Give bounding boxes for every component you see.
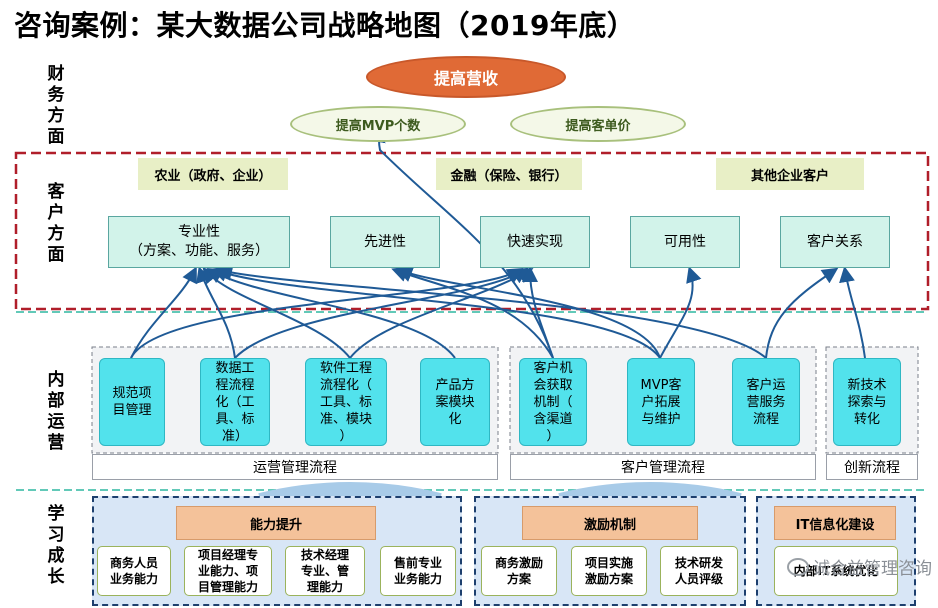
learning-item-it-optimization: 内部IT系统优化 xyxy=(774,546,898,596)
learning-header-incentive: 激励机制 xyxy=(522,506,698,540)
group-label-customer: 客户管理流程 xyxy=(510,454,816,480)
perspective-learning: 学习成长 xyxy=(47,504,65,587)
value-professionalism: 专业性 （方案、功能、服务） xyxy=(108,216,290,268)
process-customer-acquisition: 客户机 会获取 机制（ 含渠道 ） xyxy=(519,358,587,446)
watermark: 诚合益管理咨询 xyxy=(787,554,932,579)
arrow-path xyxy=(765,267,839,359)
process-software-engineering: 软件工程 流程化（ 工具、标 准、模块 ） xyxy=(305,358,387,446)
arrow-path xyxy=(216,265,767,359)
arrow-path xyxy=(396,267,661,359)
group-label-innovation: 创新流程 xyxy=(826,454,918,480)
segment-finance: 金融（保险、银行） xyxy=(436,158,582,190)
arrow-path xyxy=(206,267,456,359)
value-usability: 可用性 xyxy=(630,216,740,268)
learning-item-rd-rating: 技术研发 人员评级 xyxy=(660,546,738,596)
watermark-text: 诚合益管理咨询 xyxy=(813,559,932,579)
arrow-path xyxy=(130,266,197,359)
learning-item-project-incentive: 项目实施 激励方案 xyxy=(571,546,647,596)
value-customer-relationship: 客户关系 xyxy=(780,216,890,268)
arrow-path xyxy=(659,266,702,359)
process-mvp-expansion: MVP客 户拓展 与维护 xyxy=(627,358,695,446)
arrow-path xyxy=(839,266,866,359)
process-data-engineering: 数据工 程流程 化（工 具、标 准） xyxy=(200,358,270,446)
learning-item-sales-incentive: 商务激励 方案 xyxy=(481,546,557,596)
page-title: 咨询案例：某大数据公司战略地图（2019年底） xyxy=(14,9,636,42)
arrow-path xyxy=(391,266,554,359)
segment-agriculture: 农业（政府、企业） xyxy=(138,158,288,190)
support-arrow xyxy=(558,482,742,507)
group-label-operations: 运营管理流程 xyxy=(92,454,498,480)
perspective-financial: 财务方面 xyxy=(47,64,65,147)
learning-header-capability: 能力提升 xyxy=(176,506,376,540)
segment-other: 其他企业客户 xyxy=(716,158,864,190)
perspective-internal: 内部运营 xyxy=(47,370,65,453)
cause-effect-arrows xyxy=(130,126,866,359)
value-fast-delivery: 快速实现 xyxy=(480,216,590,268)
process-tech-exploration: 新技术 探索与 转化 xyxy=(833,358,901,446)
value-advanced: 先进性 xyxy=(330,216,440,268)
subgoal-mvp-count: 提高MVP个数 xyxy=(290,106,466,142)
subgoal-unit-price: 提高客单价 xyxy=(510,106,686,142)
customer-frame xyxy=(14,151,930,311)
wechat-icon xyxy=(787,557,809,576)
process-project-management: 规范项 目管理 xyxy=(99,358,165,446)
arrow-path xyxy=(196,266,236,359)
goal-increase-revenue: 提高营收 xyxy=(366,56,566,98)
learning-item-tech-manager: 技术经理 专业、管 理能力 xyxy=(285,546,365,596)
learning-item-presales: 售前专业 业务能力 xyxy=(380,546,456,596)
learning-item-sales-ability: 商务人员 业务能力 xyxy=(97,546,171,596)
arrow-path xyxy=(211,266,661,359)
arrow-path xyxy=(234,267,529,359)
learning-item-pm-ability: 项目经理专 业能力、项 目管理能力 xyxy=(184,546,272,596)
process-product-modules: 产品方 案模块 化 xyxy=(420,358,490,446)
perspective-customer: 客户方面 xyxy=(47,182,65,265)
process-customer-service: 客户运 营服务 流程 xyxy=(732,358,800,446)
learning-header-it: IT信息化建设 xyxy=(774,506,896,540)
arrow-path xyxy=(130,267,524,359)
support-arrow xyxy=(258,482,442,507)
